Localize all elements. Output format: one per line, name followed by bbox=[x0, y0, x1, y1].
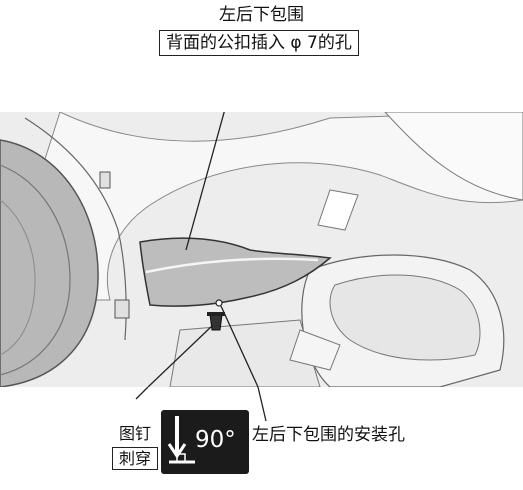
pierce-90-degree-icon: 90° bbox=[161, 410, 249, 474]
leader-line-clip-end bbox=[135, 387, 149, 400]
tire bbox=[0, 139, 99, 387]
leader-line-hole bbox=[220, 305, 259, 387]
down-arrow-icon bbox=[167, 416, 195, 464]
arch-bracket bbox=[114, 299, 130, 319]
fender-surface bbox=[0, 112, 523, 301]
reflector-slot bbox=[317, 189, 359, 231]
clip-label-line1: 图钉 bbox=[118, 424, 151, 443]
mounting-hole bbox=[215, 299, 223, 307]
clip-fastener bbox=[207, 312, 225, 331]
leader-line-clip bbox=[147, 324, 214, 387]
instruction-box: 背面的公扣插入 φ 7的孔 bbox=[159, 30, 359, 56]
mounting-hole-label: 左后下包围的安装孔 bbox=[252, 425, 405, 445]
clip-label: 图钉 刺穿 bbox=[112, 423, 158, 470]
angle-value: 90° bbox=[195, 427, 236, 453]
tire-inner-edge bbox=[0, 164, 71, 376]
clip-label-line2: 刺穿 bbox=[112, 447, 158, 470]
garnish-highlight bbox=[145, 257, 319, 274]
assembly-illustration bbox=[0, 112, 523, 387]
leader-line-hole-end bbox=[257, 387, 267, 422]
under-structure bbox=[169, 319, 321, 387]
leader-continuations bbox=[135, 387, 267, 422]
arch-clip bbox=[99, 171, 111, 189]
bumper-recess bbox=[329, 274, 481, 361]
wheel-rim bbox=[0, 199, 36, 356]
lower-garnish-part bbox=[139, 237, 332, 307]
leader-line-title bbox=[185, 112, 225, 251]
mount-bracket bbox=[289, 329, 341, 371]
part-title: 左后下包围 bbox=[219, 5, 304, 25]
